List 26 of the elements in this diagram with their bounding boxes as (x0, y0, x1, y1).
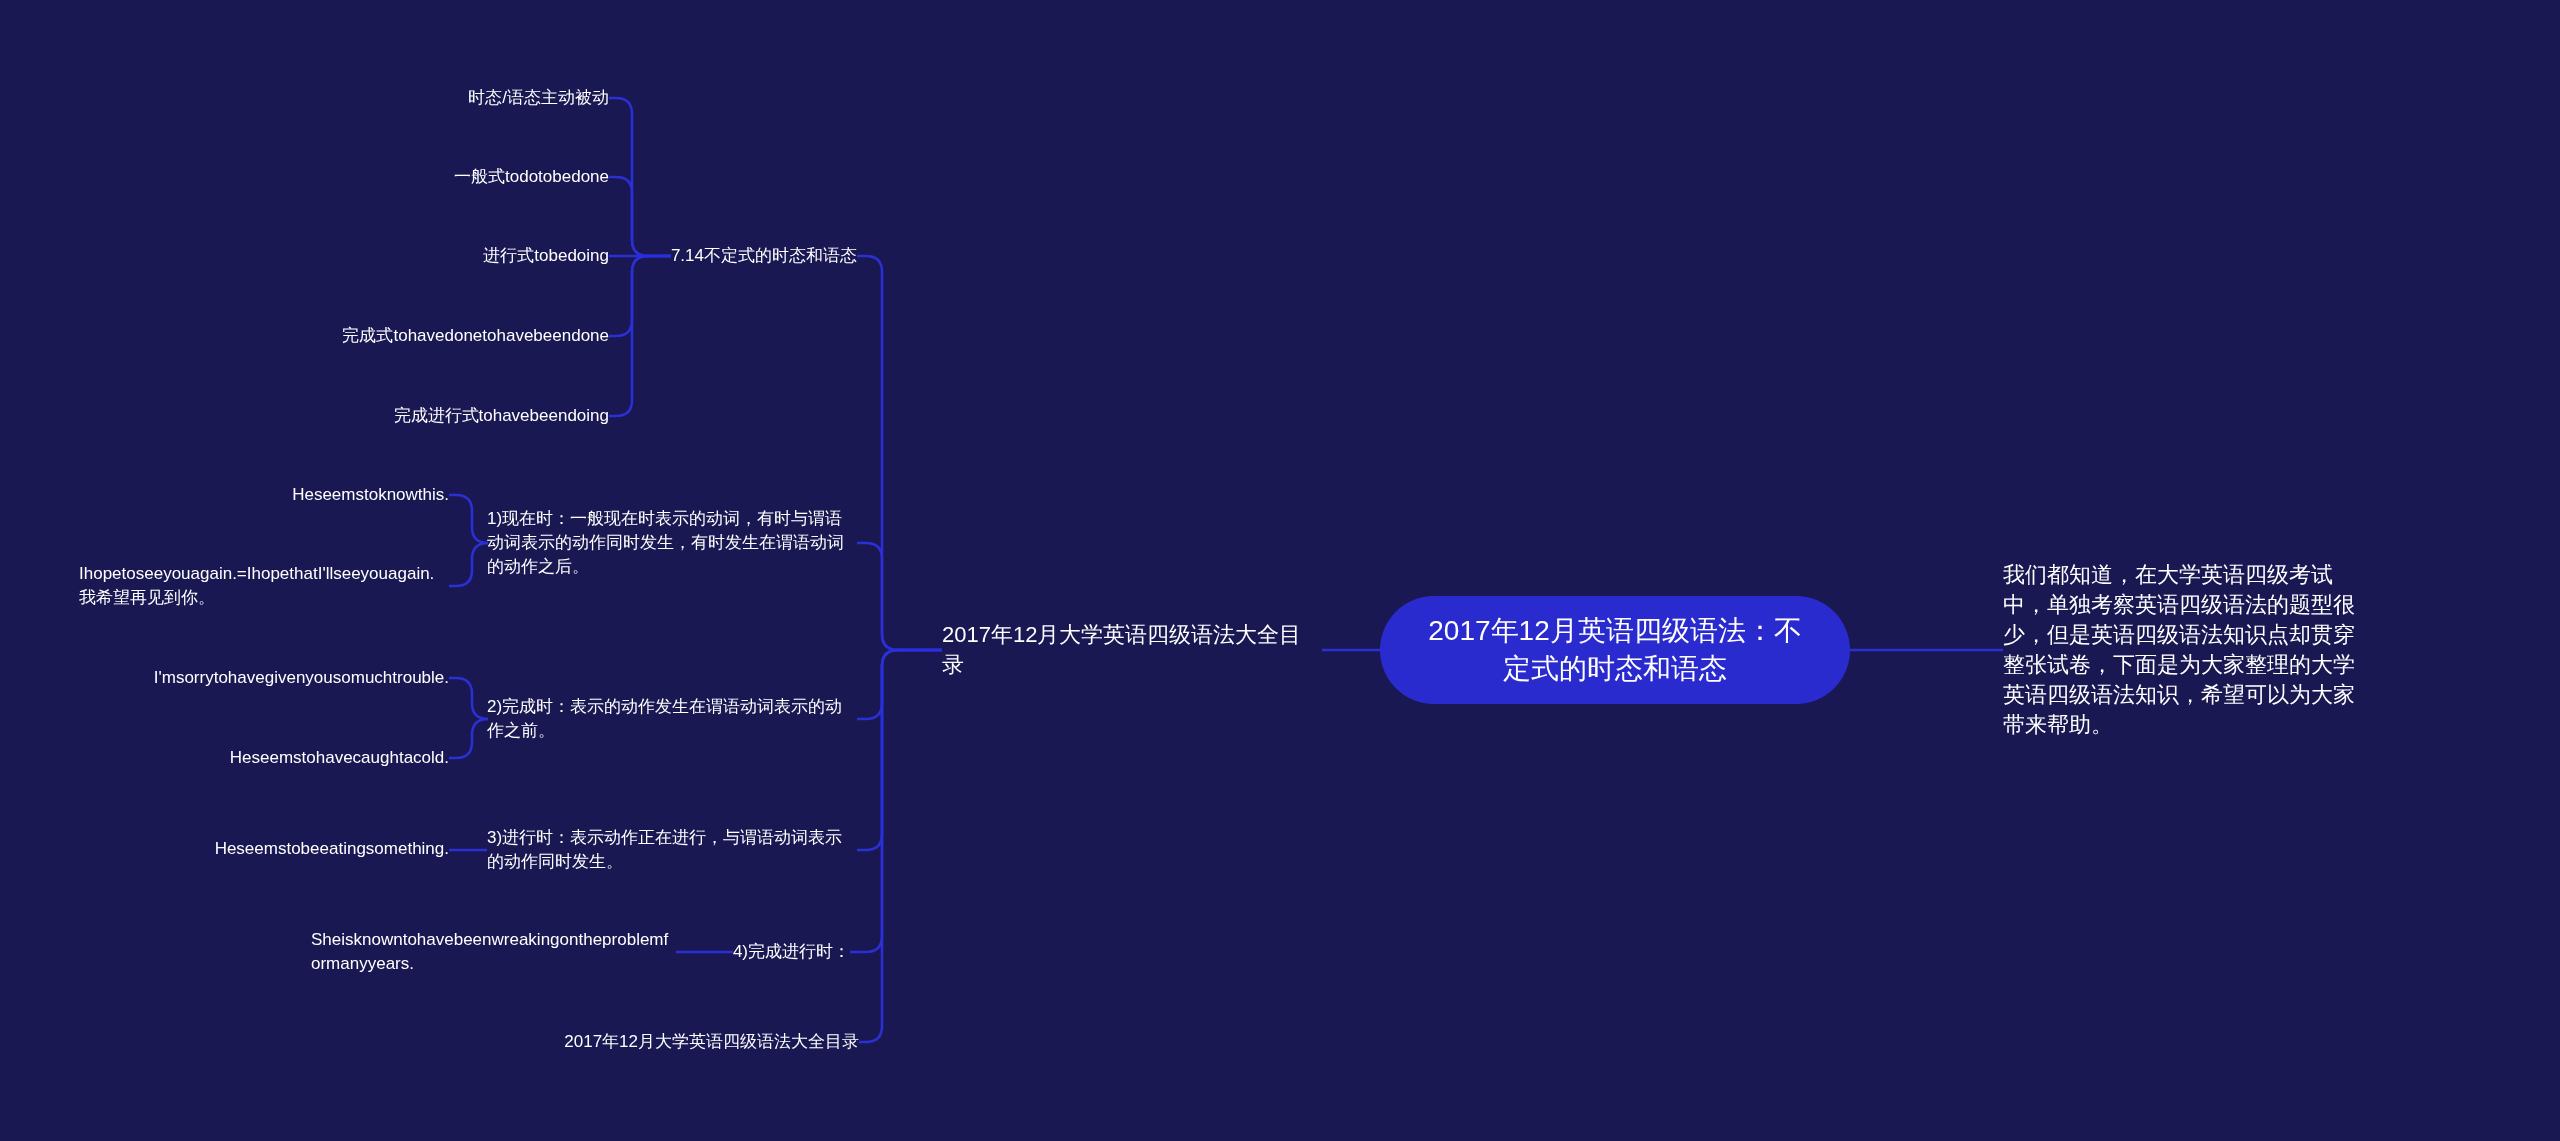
summary-text: 我们都知道，在大学英语四级考试中，单独考察英语四级语法的题型很少，但是英语四级语法知识点却贯穿整张试卷，下面是为大家整理的大学英语四级语法知识，希望可以为大家带来帮助。 (2003, 560, 2363, 740)
topic-text: 7.14不定式的时态和语态 (670, 244, 857, 268)
topic-text: 4)完成进行时： (732, 940, 850, 964)
connector-line (676, 950, 733, 954)
topic-text: Heseemstobeeatingsomething. (214, 837, 449, 861)
topic-text: Heseemstohavecaughtacold. (229, 746, 449, 770)
connector-line (449, 541, 490, 588)
topic-text: Sheisknowntohavebeenwreakingontheproblemformanyyears. (311, 928, 676, 976)
topic-text: 2017年12月大学英语四级语法大全目录 (564, 1030, 859, 1054)
topic-text: 2)完成时：表示的动作发生在谓语动词表示的动作之前。 (487, 695, 857, 743)
topic-text: 完成进行式tohavebeendoing (393, 404, 609, 428)
topic-pill: 2017年12月英语四级语法：不定式的时态和语态 (1380, 596, 1850, 704)
topic-text: 进行式tobedoing (483, 244, 609, 268)
topic-text: Heseemstoknowthis. (292, 483, 449, 507)
connector-line (449, 717, 490, 760)
topic-text: 完成式tohavedonetohavebeendone (342, 324, 609, 348)
topic-text: I'msorrytohavegivenyousomuchtrouble. (153, 666, 449, 690)
topic-text: Ihopetoseeyouagain.=IhopethatI'llseeyouagain.我希望再见到你。 (79, 562, 449, 610)
connector-line (1850, 648, 2003, 652)
topic-text: 一般式todotobedone (454, 165, 609, 189)
connector-line (449, 848, 487, 852)
topic-text: 2017年12月大学英语四级语法大全目录 (942, 620, 1322, 680)
topic-text: 3)进行时：表示动作正在进行，与谓语动词表示的动作同时发生。 (487, 826, 857, 874)
connector-line (1322, 648, 1380, 652)
topic-text: 1)现在时：一般现在时表示的动词，有时与谓语动词表示的动作同时发生，有时发生在谓语动词的动作之后。 (487, 507, 857, 579)
topic-text: 时态/语态主动被动 (468, 86, 609, 110)
